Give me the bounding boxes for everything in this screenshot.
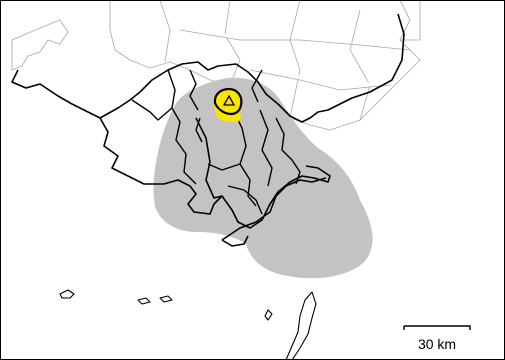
muni-boundary-7 <box>207 163 241 171</box>
municipal-boundaries <box>131 69 301 215</box>
muni-boundary-1 <box>167 69 197 185</box>
island-4 <box>264 309 273 321</box>
northern-land <box>11 0 421 131</box>
pref-border-5 <box>179 29 411 51</box>
southern-islands <box>59 289 317 360</box>
pref-border-1 <box>159 0 171 63</box>
scale-bar-line <box>403 325 471 330</box>
muni-boundary-10 <box>251 69 263 103</box>
coastline-tip <box>221 235 249 247</box>
land-north-east <box>399 0 421 41</box>
pref-border-6 <box>249 69 391 91</box>
scale-bar: 30 km <box>403 325 471 352</box>
triangle-volcano-icon <box>222 94 236 106</box>
island-3 <box>159 295 173 303</box>
coastline-west-peninsula <box>99 117 223 215</box>
near-vent-area <box>213 87 243 122</box>
near-vent-boundary <box>213 87 243 116</box>
coastline-main <box>11 13 405 123</box>
coastline-inner-bay <box>195 117 331 229</box>
muni-boundary-9 <box>189 69 199 111</box>
ashfall-area <box>153 77 373 279</box>
pref-border-3 <box>289 0 301 119</box>
island-2 <box>137 297 151 305</box>
muni-boundary-2 <box>195 117 203 143</box>
scale-bar-label: 30 km <box>418 336 456 352</box>
land-north-west <box>11 19 69 71</box>
island-tanegashima <box>285 291 317 360</box>
coastline-east-peninsula <box>221 177 327 241</box>
muni-boundary-8 <box>227 185 263 215</box>
island-1 <box>59 289 75 299</box>
muni-boundary-6 <box>131 99 173 121</box>
muni-boundary-5 <box>275 117 301 185</box>
pref-border-4 <box>349 9 371 121</box>
muni-boundary-4 <box>259 109 273 187</box>
